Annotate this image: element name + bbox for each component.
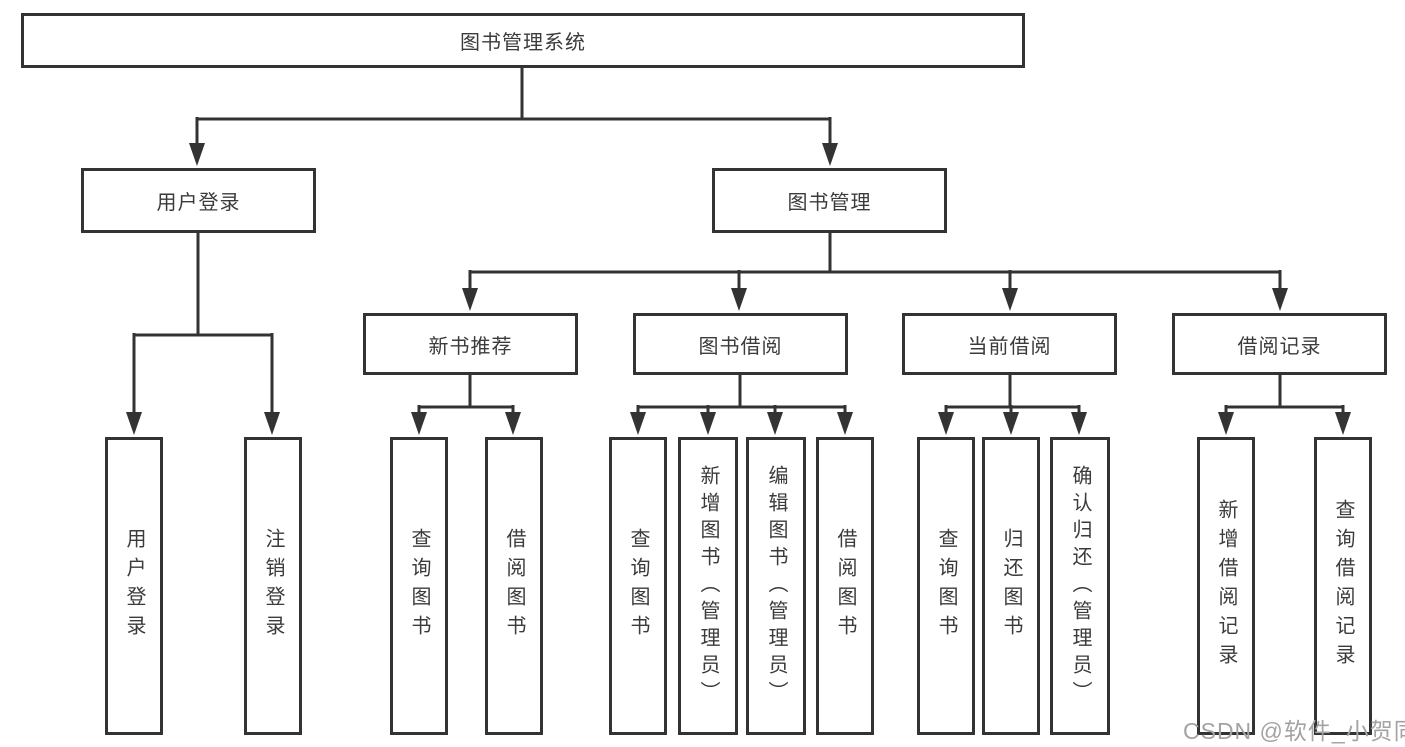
node-current-borrowing-label: 当前借阅 (967, 335, 1052, 358)
connector-new-book-recommend-children (411, 375, 521, 435)
leaf-add-book-admin: 新增图书（管理员） (678, 437, 738, 735)
leaf-edit-book-admin-label: 编辑图书（管理员） (765, 464, 787, 708)
leaf-query-books-borrowing: 查询图书 (609, 437, 667, 735)
node-new-book-recommend: 新书推荐 (363, 313, 578, 375)
node-root: 图书管理系统 (21, 13, 1025, 68)
leaf-borrow-books-recommend-label: 借阅图书 (503, 528, 525, 644)
leaf-query-borrow-record: 查询借阅记录 (1314, 437, 1372, 735)
node-borrowing-records-label: 借阅记录 (1237, 335, 1322, 358)
node-user-login: 用户登录 (81, 168, 316, 233)
leaf-query-books-borrowing-label: 查询图书 (627, 528, 649, 644)
leaf-user-login-label: 用户登录 (123, 528, 145, 644)
connector-root-to-level2 (189, 68, 838, 166)
node-book-management: 图书管理 (712, 168, 947, 233)
leaf-query-books-recommend-label: 查询图书 (408, 528, 430, 644)
leaf-add-book-admin-label: 新增图书（管理员） (697, 464, 719, 708)
leaf-return-books: 归还图书 (982, 437, 1040, 735)
leaf-logout-label: 注销登录 (262, 528, 284, 644)
node-borrowing-records: 借阅记录 (1172, 313, 1387, 375)
node-root-label: 图书管理系统 (460, 32, 586, 54)
node-book-management-label: 图书管理 (787, 192, 872, 214)
leaf-borrow-books-borrowing-label: 借阅图书 (834, 528, 856, 644)
leaf-borrow-books-recommend: 借阅图书 (485, 437, 543, 735)
connector-current-borrowing-children (938, 375, 1087, 435)
connector-book-management-children (462, 233, 1288, 311)
leaf-logout: 注销登录 (244, 437, 302, 735)
node-current-borrowing: 当前借阅 (902, 313, 1117, 375)
leaf-add-borrow-record: 新增借阅记录 (1197, 437, 1255, 735)
leaf-return-books-label: 归还图书 (1000, 528, 1022, 644)
leaf-query-books-current: 查询图书 (917, 437, 975, 735)
leaf-borrow-books-borrowing: 借阅图书 (816, 437, 874, 735)
leaf-user-login: 用户登录 (105, 437, 163, 735)
csdn-watermark: CSDN @软件_小贺同学 (1183, 718, 1405, 744)
node-user-login-label: 用户登录 (156, 192, 241, 214)
leaf-query-books-current-label: 查询图书 (935, 528, 957, 644)
leaf-query-books-recommend: 查询图书 (390, 437, 448, 735)
node-new-book-recommend-label: 新书推荐 (428, 335, 513, 358)
connector-user-login-children (126, 233, 280, 435)
connector-borrowing-records-children (1218, 375, 1351, 435)
node-book-borrowing: 图书借阅 (633, 313, 848, 375)
leaf-edit-book-admin: 编辑图书（管理员） (746, 437, 806, 735)
leaf-add-borrow-record-label: 新增借阅记录 (1215, 499, 1237, 673)
connector-book-borrowing-children (630, 375, 853, 435)
leaf-confirm-return-admin-label: 确认归还（管理员） (1069, 464, 1091, 708)
leaf-confirm-return-admin: 确认归还（管理员） (1050, 437, 1110, 735)
leaf-query-borrow-record-label: 查询借阅记录 (1332, 499, 1354, 673)
node-book-borrowing-label: 图书借阅 (698, 335, 783, 358)
